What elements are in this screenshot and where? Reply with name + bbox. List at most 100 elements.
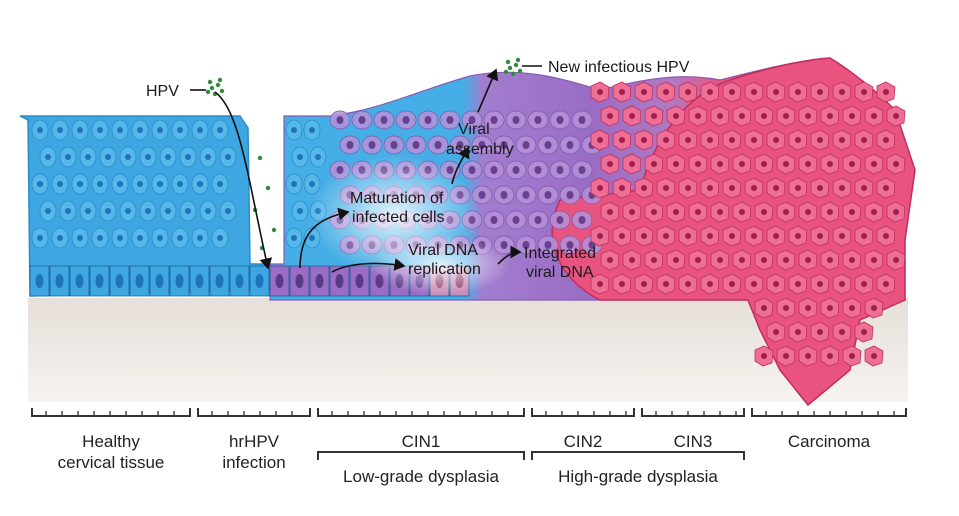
cell-nucleus (739, 257, 745, 263)
cell-nucleus (35, 274, 44, 288)
cell-nucleus (97, 181, 103, 187)
integrated-dna-label: viral DNA (526, 264, 594, 281)
viral-assembly-label: Viral (458, 121, 490, 138)
cell-nucleus (55, 274, 64, 288)
cell-nucleus (358, 116, 366, 124)
virus-particle (503, 69, 509, 75)
cell-nucleus (390, 141, 398, 149)
cell-nucleus (434, 141, 442, 149)
stage-cin1-label: CIN1 (402, 432, 441, 451)
cell-nucleus (177, 235, 183, 241)
virus-particle (507, 65, 513, 71)
cell-nucleus (125, 154, 131, 160)
cell-nucleus (761, 305, 767, 311)
cell-nucleus (235, 274, 244, 288)
cell-nucleus (578, 116, 586, 124)
cell-nucleus (849, 257, 855, 263)
cell-nucleus (157, 181, 163, 187)
cell-nucleus (309, 235, 315, 241)
cell-nucleus (185, 208, 191, 214)
cell-nucleus (556, 116, 564, 124)
cell-nucleus (217, 235, 223, 241)
cell-nucleus (839, 89, 845, 95)
cell-nucleus (729, 137, 735, 143)
cell-nucleus (849, 305, 855, 311)
cell-nucleus (95, 274, 104, 288)
virus-particle (257, 155, 263, 161)
cell-nucleus (205, 208, 211, 214)
cell-nucleus (651, 209, 657, 215)
cell-nucleus (663, 281, 669, 287)
virus-particle (217, 77, 223, 83)
cell-nucleus (673, 209, 679, 215)
cell-nucleus (707, 89, 713, 95)
cell-nucleus (839, 137, 845, 143)
cell-nucleus (773, 137, 779, 143)
cell-nucleus (534, 216, 542, 224)
cell-nucleus (871, 353, 877, 359)
cell-nucleus (336, 116, 344, 124)
stage-ticks (45, 411, 895, 416)
cell-nucleus (315, 154, 321, 160)
hpv-entry-arrow (214, 91, 273, 270)
cell-nucleus (663, 233, 669, 239)
cell-nucleus (795, 329, 801, 335)
cell-nucleus (695, 161, 701, 167)
cell-nucleus (795, 281, 801, 287)
maturation-arrow (299, 207, 350, 269)
cell-nucleus (751, 281, 757, 287)
cell-nucleus (75, 274, 84, 288)
cell-nucleus (817, 185, 823, 191)
cell-nucleus (217, 127, 223, 133)
virus-particles-icon (205, 77, 225, 97)
cell-nucleus (893, 257, 899, 263)
cell-nucleus (805, 161, 811, 167)
cell-nucleus (544, 141, 552, 149)
cell-nucleus (707, 137, 713, 143)
cell-nucleus (685, 185, 691, 191)
cell-nucleus (490, 216, 498, 224)
cell-nucleus (783, 353, 789, 359)
cell-nucleus (115, 274, 124, 288)
cell-nucleus (817, 89, 823, 95)
virus-particle (219, 88, 225, 94)
cell-nucleus (827, 209, 833, 215)
cell-nucleus (77, 181, 83, 187)
viral-dna-label: replication (408, 261, 481, 278)
cell-nucleus (783, 305, 789, 311)
cell-nucleus (57, 181, 63, 187)
cell-nucleus (883, 89, 889, 95)
cell-nucleus (751, 137, 757, 143)
cell-nucleus (751, 89, 757, 95)
cell-nucleus (773, 89, 779, 95)
cell-nucleus (893, 113, 899, 119)
cell-nucleus (773, 185, 779, 191)
virus-particle (265, 185, 271, 191)
cell-nucleus (135, 274, 144, 288)
new-virus-arrow (477, 68, 499, 113)
cell-nucleus (77, 235, 83, 241)
cell-nucleus (685, 281, 691, 287)
cell-nucleus (195, 274, 204, 288)
virus-particle (515, 57, 521, 63)
cell-nucleus (157, 235, 163, 241)
cell-nucleus (805, 257, 811, 263)
cell-nucleus (468, 166, 476, 174)
cell-nucleus (85, 154, 91, 160)
cell-nucleus (500, 191, 508, 199)
cell-nucleus (839, 233, 845, 239)
cell-nucleus (783, 161, 789, 167)
cell-nucleus (335, 274, 344, 288)
cell-nucleus (883, 233, 889, 239)
cell-nucleus (597, 281, 603, 287)
cell-nucleus (861, 137, 867, 143)
cell-nucleus (522, 141, 530, 149)
cell-nucleus (57, 235, 63, 241)
cell-nucleus (707, 233, 713, 239)
cell-nucleus (685, 137, 691, 143)
cell-nucleus (629, 113, 635, 119)
cell-nucleus (297, 154, 303, 160)
cell-nucleus (297, 208, 303, 214)
cell-nucleus (861, 281, 867, 287)
cell-nucleus (291, 127, 297, 133)
